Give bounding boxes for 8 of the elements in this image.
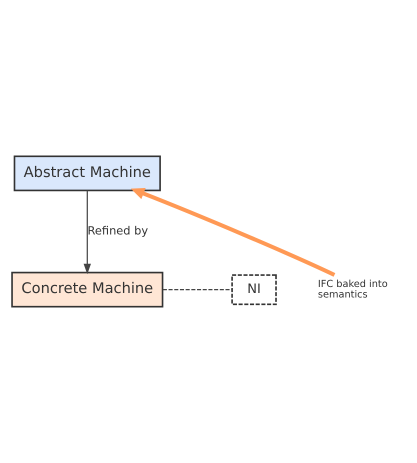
connector [162,289,232,290]
node-text: IFC baked into semantics [318,278,388,300]
edge-label: Refined by [88,224,148,238]
arrow [130,188,336,277]
node-box: Abstract Machine [14,155,161,192]
arrow [84,190,91,274]
node-box: Concrete Machine [11,272,164,308]
node-box: NI [231,274,277,306]
